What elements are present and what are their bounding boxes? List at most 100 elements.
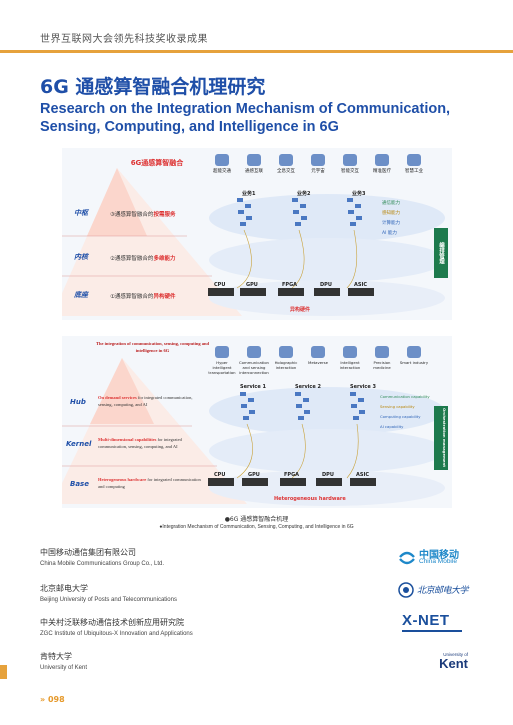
china-mobile-logo-icon [399,551,415,565]
service-label: 业务2 [297,191,311,197]
logo-text-zh: 北京邮电大学 [417,586,469,596]
layer-text-suffix: for integrated communication, sensing, c… [98,437,182,449]
app-icon [343,154,357,166]
app-icon [247,346,261,358]
layer-text-highlight: Heterogeneous hardware [98,477,147,482]
app-item: Hyper intelligent transportation [207,346,237,375]
app-icon [279,346,293,358]
app-icon [215,154,229,166]
service-label: Service 2 [295,384,322,390]
org-name-en: University of Kent [40,665,88,671]
app-item: Smart industry [399,346,429,365]
page-edge-tab [0,665,7,679]
app-item: 元宇宙 [303,154,333,174]
title-zh: 6G 通感算智融合机理研究 [40,76,266,98]
app-item: 智能交互 [335,154,365,174]
app-label: 精准医疗 [373,169,391,174]
app-label: Hyper intelligent transportation [208,360,236,375]
layer-text-highlight: 异构硬件 [153,294,176,300]
app-label: 通感互联 [245,169,263,174]
app-label: Communication and sensing interconnectio… [239,360,269,375]
capability-label: Communication capability [380,394,430,399]
app-icon [375,154,389,166]
layer-text-prefix: ②通感算智融合的 [110,256,154,262]
app-icon [247,154,261,166]
layer-text-highlight: 多维能力 [153,256,176,262]
hw-group-label-zh: 异构硬件 [290,307,311,313]
management-bar-en: Orchestration management [434,406,448,470]
panel-graphics-en [62,358,445,506]
hw-label: FPGA [282,282,298,288]
app-item: 超能交通 [207,154,237,174]
app-item: Holographic interaction [271,346,301,370]
app-label: Intelligent interaction [339,360,361,370]
org-name-zh: 中国移动通信集团有限公司 [40,548,136,557]
org-bupt: 北京邮电大学 Beijing University of Posts and T… [40,583,177,603]
org-name-en: ZGC Institute of Ubiquitous-X Innovation… [40,631,193,637]
app-label: Smart industry [399,360,429,365]
app-icon [375,346,389,358]
panel-graphics-zh [62,168,445,316]
app-label: Metaverse [308,360,328,365]
app-label: Precision medicine [373,360,391,370]
logo-text-en: China Mobile [419,558,457,565]
layer-text-suffix: for integrated communication and computi… [98,477,201,489]
layer-text-hub-zh: ③通感算智融合的按需服务 [110,210,175,218]
app-label: 元宇宙 [311,169,325,174]
page-number: » 098 [40,695,65,704]
app-icon [279,154,293,166]
service-label: 业务3 [352,191,366,197]
layer-text-hub-en: On demand services for integrated commun… [98,394,198,408]
app-item: Intelligent interaction [335,346,365,370]
app-icon [215,346,229,358]
app-item: 全息交互 [271,154,301,174]
logo-text-en: Kent [439,656,468,671]
hw-label: CPU [214,472,226,478]
app-icon [311,154,325,166]
header-rule [0,50,513,53]
hw-label: DPU [320,282,332,288]
app-item: 智慧工业 [399,154,429,174]
figure-panel-zh: 6G通感算智融合 中枢 ③通感算智融合的按需服务 内核 ②通感算智融合的多维能力… [62,148,452,320]
layer-text-base-en: Heterogeneous hardware for integrated co… [98,476,208,490]
hw-label: GPU [248,472,260,478]
kent-logo: University of Kent [428,652,468,672]
xnet-logo: X-NET [402,612,464,636]
capability-label: Sensing capability [380,404,415,409]
figure: 6G通感算智融合 中枢 ③通感算智融合的按需服务 内核 ②通感算智融合的多维能力… [62,148,452,510]
layer-label-kernel-zh: 内核 [74,253,88,261]
org-name-en: Beijing University of Posts and Telecomm… [40,597,177,603]
layer-text-base-zh: ①通感算智融合的异构硬件 [110,292,175,300]
app-item: 精准医疗 [367,154,397,174]
hw-label: FPGA [284,472,300,478]
capability-label: AI 能力 [382,231,397,236]
capability-label: 计算能力 [382,221,400,226]
management-bar-zh: 编排管理 [434,228,448,278]
hw-label: ASIC [354,282,368,288]
app-label: 智能交互 [341,169,359,174]
service-label: 业务1 [242,191,256,197]
org-name-zh: 北京邮电大学 [40,584,88,593]
figure-caption-zh: ●6G 通感算智融合机理 [224,516,289,523]
layer-text-kernel-zh: ②通感算智融合的多维能力 [110,254,175,262]
app-label: 超能交通 [213,169,231,174]
capability-label: AI capability [380,424,404,429]
layer-text-prefix: ①通感算智融合的 [110,294,154,300]
pyramid-title-zh: 6G通感算智融合 [130,159,184,167]
hw-label: GPU [246,282,258,288]
capability-label: 通信能力 [382,201,400,206]
layer-label-base-en: Base [70,480,89,488]
app-label: Holographic interaction [274,360,298,370]
app-label: 智慧工业 [405,169,423,174]
org-zgc: 中关村泛联移动通信技术创新应用研究院 ZGC Institute of Ubiq… [40,617,193,637]
title-en: Research on the Integration Mechanism of… [40,101,451,135]
service-label: Service 3 [350,384,377,390]
org-name-zh: 中关村泛联移动通信技术创新应用研究院 [40,618,184,627]
org-china-mobile: 中国移动通信集团有限公司 China Mobile Communications… [40,547,164,567]
xnet-logo-underline [402,630,462,632]
app-icon [407,154,421,166]
app-row-zh: 超能交通 通感互联 全息交互 元宇宙 智能交互 精准医疗 智慧工业 [207,154,452,184]
org-kent: 肯特大学 University of Kent [40,651,87,671]
org-name-zh: 肯特大学 [40,652,72,661]
bupt-logo: 北京邮电大学 [398,581,469,599]
